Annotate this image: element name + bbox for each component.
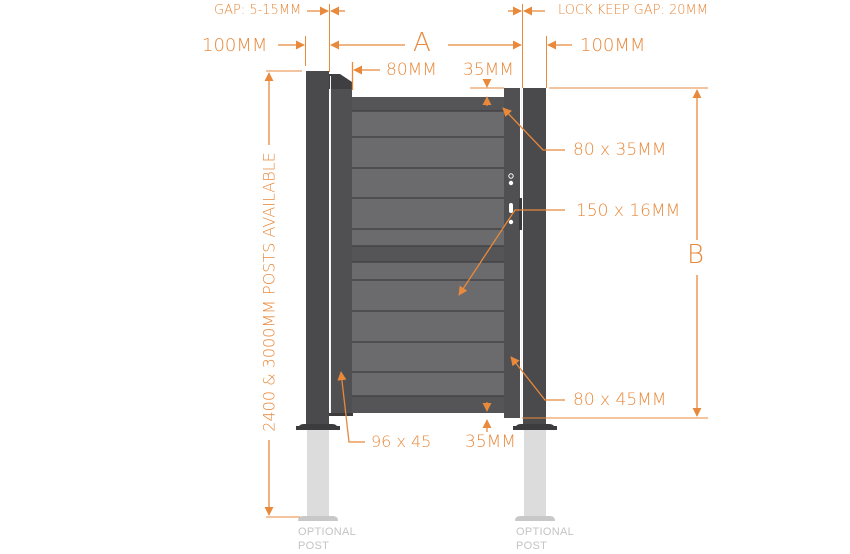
top-gap-label: 35MM	[463, 60, 514, 80]
extension-lines	[266, 4, 708, 518]
bottom-gap-label: 35MM	[465, 432, 516, 452]
post-width-right-label: 100MM	[580, 35, 646, 56]
optional-post-left-line2: POST	[298, 540, 330, 552]
gap-hinge-label: GAP: 5-15MM	[214, 3, 302, 18]
optional-post-right-line2: POST	[516, 540, 548, 552]
optional-post-right-line1: OPTIONAL	[516, 526, 575, 538]
dim-a-label: A	[413, 28, 431, 58]
lock-stile-leader	[510, 356, 565, 401]
optional-post-left	[298, 428, 338, 521]
hinge-stile	[329, 74, 353, 416]
bottom-rail-leader	[337, 371, 365, 443]
hinge-post	[296, 71, 340, 430]
top-rail-label: 80 x 35MM	[573, 140, 667, 160]
optional-post-left-line1: OPTIONAL	[298, 526, 357, 538]
lock-size-label: 150 x 16MM	[576, 201, 681, 221]
lock-post	[513, 88, 557, 430]
lock-stile	[504, 88, 522, 418]
hinge-stile-label: 80MM	[386, 60, 437, 80]
top-rail-leader	[502, 107, 565, 151]
bottom-rail-label: 96 x 45	[371, 432, 432, 451]
optional-post-left-label: OPTIONAL POST	[298, 525, 356, 553]
optional-post-right	[515, 428, 555, 521]
gate-panel	[352, 97, 504, 413]
lock-leader	[458, 209, 565, 296]
dim-b-label: B	[687, 240, 705, 270]
lock-stile-label: 80 x 45MM	[573, 390, 667, 410]
post-width-left-label: 100MM	[202, 35, 268, 56]
optional-post-right-label: OPTIONAL POST	[516, 525, 574, 553]
post-height-label: 2400 & 3000MM POSTS AVAILABLE	[259, 148, 279, 436]
lock-keep-gap-label: LOCK KEEP GAP: 20MM	[558, 3, 708, 18]
